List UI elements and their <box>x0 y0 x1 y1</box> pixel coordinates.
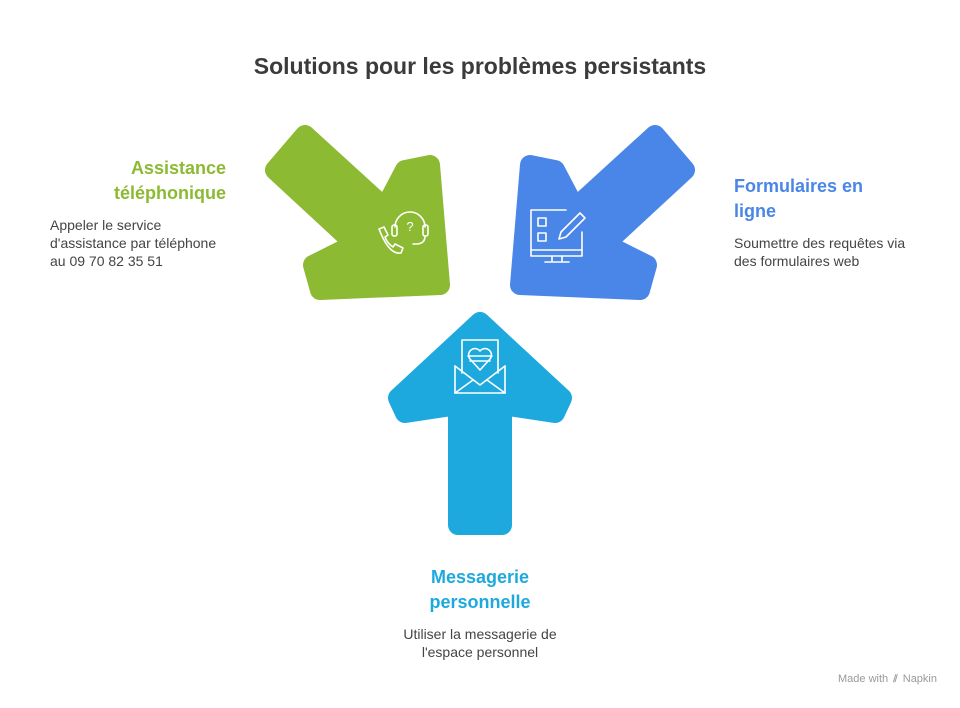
arrow-formulaires-en-ligne <box>510 125 695 300</box>
heading-formulaires-en-ligne: Formulaires en ligne <box>734 176 864 221</box>
svg-text:?: ? <box>406 219 413 234</box>
diagram-title: Solutions pour les problèmes persistants <box>253 53 707 79</box>
description-messagerie-personnelle: Utiliser la messagerie de l'espace perso… <box>403 626 557 660</box>
napkin-brand-label: Napkin <box>902 673 937 685</box>
description-formulaires-en-ligne: Soumettre des requêtes via des formulair… <box>734 235 906 269</box>
made-with-napkin-credit[interactable]: Made with ⫽ Napkin <box>838 673 937 685</box>
napkin-logo-icon: ⫽ <box>893 674 898 685</box>
heart-mail-icon <box>454 339 506 394</box>
heading-messagerie-personnelle: Messagerie personnelle <box>429 567 531 612</box>
heading-assistance-telephonique: Assistance téléphonique <box>114 158 226 203</box>
web-form-icon <box>530 209 586 263</box>
arrow-assistance-telephonique <box>265 125 450 300</box>
made-with-label: Made with <box>838 673 889 685</box>
phone-support-icon: ? <box>378 211 429 254</box>
description-assistance-telephonique: Appeler le service d'assistance par télé… <box>50 217 217 269</box>
arrow-messagerie-personnelle <box>388 312 572 535</box>
